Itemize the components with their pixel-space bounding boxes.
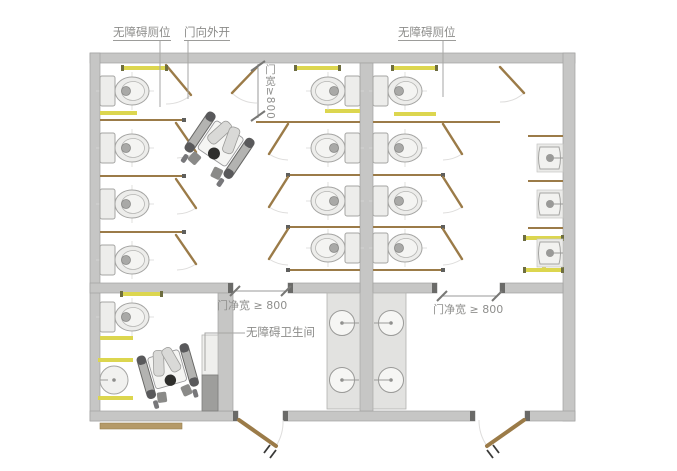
right-wall (562, 52, 576, 422)
leader-lines (159, 40, 444, 371)
toilet (95, 240, 155, 280)
dim-text-door-width: 门宽≥800 (264, 64, 276, 120)
toilet (95, 128, 155, 168)
label-accessible-stall-left: 无障碍厕位 (113, 25, 171, 41)
door-accessible-stall-left-wall (164, 63, 193, 97)
bottom-wall-center (282, 410, 476, 422)
label-door-opens-outward: 门向外开 (184, 25, 230, 41)
urinal-accessible (536, 238, 564, 268)
toilets-center-left (305, 71, 365, 268)
fixture-cabinet-lower (201, 374, 219, 412)
toilet (368, 228, 428, 268)
fixture-cabinet-upper (201, 334, 219, 376)
urinal (536, 189, 564, 219)
door-accessible-stall-center-right (498, 65, 526, 95)
leader-accessible-restroom (204, 332, 245, 371)
entrance-door-right-handle (486, 444, 500, 459)
band-wall-below-urinals (499, 282, 564, 294)
urinal (536, 143, 564, 173)
toilet (368, 71, 428, 111)
entrance-door-left (237, 418, 278, 448)
dim-text-clear-left: 门净宽 ≥ 800 (217, 299, 288, 312)
toilet (368, 128, 428, 168)
band-wall-right-lobby (372, 282, 438, 294)
dim-text-clear-right: 门净宽 ≥ 800 (433, 303, 504, 316)
entrance-doors (237, 418, 526, 459)
label-accessible-restroom: 无障碍卫生间 (246, 325, 315, 339)
wheelchair-symbol-corridor (176, 108, 258, 191)
toilet (305, 128, 365, 168)
toilet (95, 71, 155, 111)
central-dividing-wall (359, 62, 374, 412)
accessible-toilet (95, 297, 155, 337)
toilet (305, 71, 365, 111)
band-wall-left-lobby (287, 282, 361, 294)
toilet (305, 181, 365, 221)
urinals-right-wall (536, 143, 564, 268)
bottom-wall-right (524, 410, 576, 422)
dimension-slash-ticks (229, 60, 503, 302)
left-wall (89, 52, 101, 422)
urinal-partitions (528, 135, 563, 229)
grab-bar-end-ticks (120, 65, 564, 297)
entrance-mat (99, 422, 183, 430)
entrance-door-left-handle (263, 444, 277, 459)
door-accessible-stall-center-left (230, 65, 259, 95)
dimension-lines (234, 64, 498, 297)
top-wall (89, 52, 576, 64)
label-accessible-stall-right: 无障碍厕位 (398, 25, 456, 41)
partition-end-ticks (182, 118, 445, 272)
toilet (368, 181, 428, 221)
stall-partitions (100, 119, 500, 271)
wall-end-caps (228, 283, 530, 421)
entrance-door-right (485, 418, 526, 448)
wheelchair-symbol-accessible-room (135, 340, 203, 411)
bottom-wall-left (89, 410, 239, 422)
toilet (305, 228, 365, 268)
toilet (95, 184, 155, 224)
accessible-restroom (95, 297, 219, 412)
vanity-counters (326, 292, 407, 410)
toilets-center-right (368, 71, 428, 268)
